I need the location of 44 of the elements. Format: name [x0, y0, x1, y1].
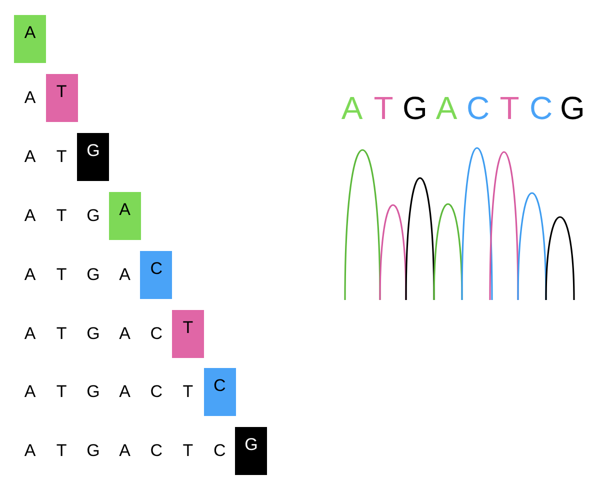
base-letter: A [118, 264, 132, 285]
base-letter: T [55, 264, 68, 285]
base-letter: G [86, 441, 101, 462]
base-letter: A [23, 146, 37, 167]
base-letter: C [149, 441, 164, 462]
base-box: G [77, 132, 110, 181]
sequence-letter: A [340, 90, 364, 126]
base-letter: G [86, 264, 101, 285]
base-box: T [172, 310, 204, 358]
base-box: T [46, 74, 78, 122]
base-letter: A [118, 382, 132, 402]
base-box: A [14, 15, 46, 63]
base-letter: T [55, 441, 68, 462]
sequence-letter: T [372, 90, 394, 126]
base-letter: A [118, 441, 132, 462]
base-letter: T [55, 206, 68, 226]
base-letter: C [149, 324, 164, 344]
base-letter: C [212, 441, 227, 462]
sequence-letter: T [498, 90, 520, 126]
base-letter: A [23, 382, 37, 402]
base-letter: A [23, 324, 37, 344]
base-letter: T [55, 324, 68, 344]
base-box: A [108, 192, 141, 240]
base-letter: A [23, 441, 37, 462]
base-box: C [204, 368, 236, 416]
base-letter: G [86, 206, 101, 226]
base-letter: A [23, 88, 37, 108]
sequence-letter: C [465, 90, 491, 126]
sequence-letter: G [559, 90, 586, 126]
base-letter: C [149, 382, 164, 402]
base-letter: A [23, 206, 37, 226]
base-letter: T [182, 382, 194, 402]
base-box: G [235, 427, 268, 476]
base-letter: T [55, 382, 68, 402]
base-letter: A [118, 324, 132, 344]
base-letter: G [86, 324, 101, 344]
base-box: C [140, 250, 172, 299]
sequence-letter: G [402, 90, 428, 126]
base-letter: T [55, 146, 68, 167]
sequence-letter: C [528, 90, 554, 126]
base-letter: A [23, 264, 37, 285]
base-letter: G [86, 382, 101, 402]
base-letter: T [182, 441, 194, 462]
sequence-letter: A [434, 90, 458, 126]
